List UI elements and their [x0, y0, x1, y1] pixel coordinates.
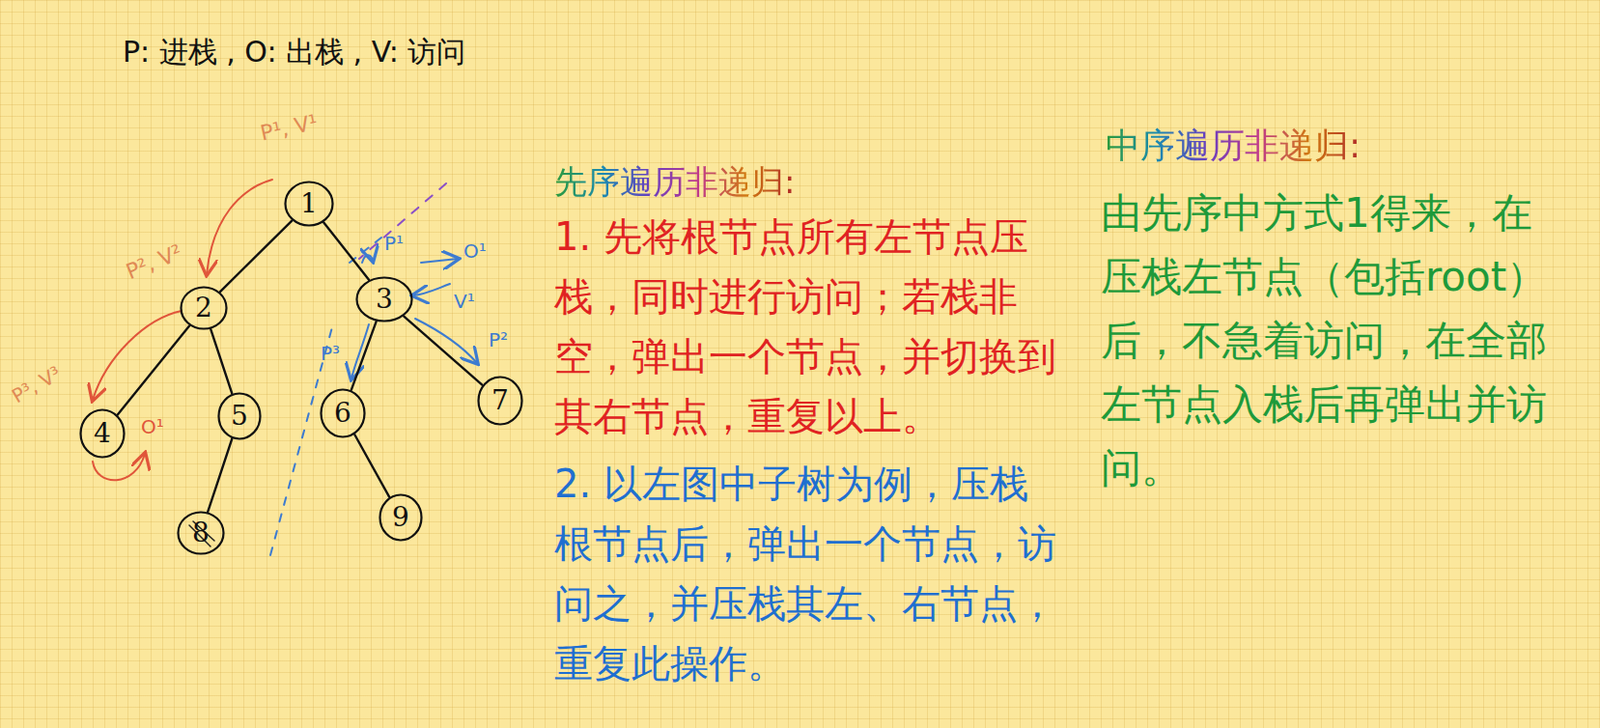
annotation-label: P¹, V¹: [257, 110, 320, 147]
tree-node: 4: [79, 408, 126, 459]
annotation-label: O¹: [140, 415, 165, 439]
tree-edge: [220, 221, 292, 293]
blue-arrow: [413, 283, 450, 296]
blue-arrow: [351, 324, 369, 379]
tree-node: 5: [217, 392, 262, 441]
tree-node: 3: [355, 276, 414, 323]
blue-arrow: [421, 258, 458, 263]
heading-text: 先序遍历非递归:: [554, 160, 795, 203]
tree-node: 6: [319, 388, 366, 439]
tree-edge: [323, 222, 369, 280]
tree-edge: [354, 434, 390, 497]
tree-edge: [351, 321, 377, 391]
red-arrow: [206, 179, 273, 275]
node-number: 6: [334, 399, 352, 427]
tree-edge: [117, 325, 190, 415]
annotation-label: P²: [488, 328, 508, 352]
annotation-label: P², V²: [122, 240, 186, 286]
annotation-label: P³: [320, 341, 340, 365]
red-arrow: [92, 310, 182, 400]
tree-node: 2: [179, 285, 228, 331]
node-number: 7: [491, 387, 509, 415]
blue-dashed-line: [349, 237, 382, 263]
heading-text: 中序遍历非递归:: [1105, 123, 1361, 169]
tree-node: 1: [283, 180, 335, 227]
tree-node: 7: [477, 375, 524, 426]
node-number: 5: [230, 402, 249, 430]
node-number: 4: [93, 420, 112, 448]
note-text: 2. 以左图中子树为例，压栈根节点后，弹出一个节点，访问之，并压栈其左、右节点，…: [554, 453, 1067, 694]
note-text: 由先序中方式1得来，在压栈左节点（包括root）后，不急着访问，在全部左节点入栈…: [1100, 181, 1565, 501]
node-number: 8: [192, 519, 210, 547]
annotation-label: P¹: [384, 231, 404, 255]
node-number: 9: [392, 504, 410, 532]
tree-edge: [403, 316, 482, 386]
tree-node: 8: [176, 510, 225, 556]
heading-text: P: 进栈 , O: 出栈 , V: 访问: [122, 34, 466, 70]
tree-edge: [210, 329, 232, 393]
node-number: 2: [195, 294, 213, 322]
note-text: 1. 先将根节点所有左节点压栈，同时进行访问；若栈非空，弹出一个节点，并切换到其…: [554, 206, 1067, 447]
annotation-label: V¹: [453, 289, 476, 313]
tree-edge: [207, 439, 232, 512]
blue-arrow: [362, 254, 373, 263]
tree-node: 9: [378, 493, 423, 542]
blue-arrow: [415, 318, 478, 364]
purple-dashed-line: [359, 183, 447, 259]
annotation-label: O¹: [463, 239, 487, 263]
node-number: 3: [375, 285, 393, 313]
annotation-label: P³, V³: [7, 361, 65, 408]
node-number: 1: [300, 190, 318, 218]
